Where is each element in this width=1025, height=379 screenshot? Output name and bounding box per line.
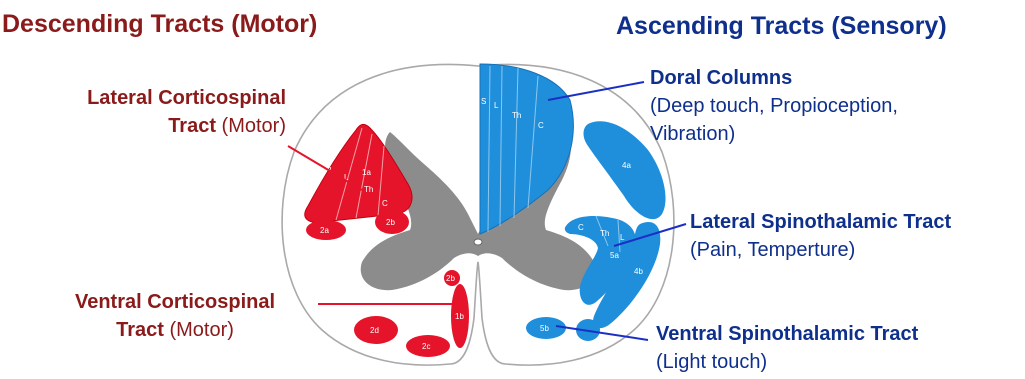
mark-5b: 5b — [540, 324, 549, 333]
heading-ascending: Ascending Tracts (Sensory) — [616, 12, 947, 41]
dorsal-columns-line3: Vibration) — [650, 120, 898, 148]
lateral-corticospinal-motor: (Motor) — [216, 115, 286, 137]
mark-5a: 5a — [610, 251, 619, 260]
mark-2c: 2c — [422, 342, 430, 351]
central-canal — [474, 239, 482, 245]
mark-1b: 1b — [455, 312, 464, 321]
mark-dorsal-s: S — [481, 97, 486, 106]
mark-dorsal-th: Th — [512, 111, 521, 120]
dorsal-columns-title: Doral Columns — [650, 67, 792, 89]
heading-descending: Descending Tracts (Motor) — [2, 10, 317, 39]
mark-2a: 2a — [320, 226, 329, 235]
lateral-corticospinal-tract: Tract — [168, 115, 216, 137]
ventral-corticospinal-tract: Tract — [116, 319, 164, 341]
mark-right-c: C — [578, 223, 584, 232]
lateral-corticospinal-line1: Lateral Corticospinal — [87, 87, 286, 109]
mark-2b-upper: 2b — [386, 218, 395, 227]
label-lateral-corticospinal: Lateral Corticospinal Tract (Motor) — [40, 84, 286, 140]
mark-2d: 2d — [370, 326, 379, 335]
label-ventral-spinothalamic: Ventral Spinothalamic Tract (Light touch… — [656, 320, 918, 376]
ventral-spinothalamic-line2: (Light touch) — [656, 348, 918, 376]
mark-dorsal-l: L — [494, 101, 499, 110]
label-ventral-corticospinal: Ventral Corticospinal Tract (Motor) — [30, 288, 320, 344]
mark-4a: 4a — [622, 161, 631, 170]
dorsal-columns-line2: (Deep touch, Propioception, — [650, 92, 898, 120]
mark-left-th: Th — [364, 185, 373, 194]
mark-2b-lower: 2b — [446, 274, 455, 283]
mark-left-c: C — [382, 199, 388, 208]
mark-right-l: L — [620, 233, 625, 242]
ventral-corticospinal-line1: Ventral Corticospinal — [75, 291, 275, 313]
label-lateral-spinothalamic: Lateral Spinothalamic Tract (Pain, Tempe… — [690, 208, 951, 264]
lateral-spinothalamic-line2: (Pain, Temperture) — [690, 236, 951, 264]
mark-4b: 4b — [634, 267, 643, 276]
label-dorsal-columns: Doral Columns (Deep touch, Propioception… — [650, 64, 898, 148]
lateral-spinothalamic-title: Lateral Spinothalamic Tract — [690, 211, 951, 233]
ventral-corticospinal-motor: (Motor) — [164, 319, 234, 341]
ventral-spinothalamic-title: Ventral Spinothalamic Tract — [656, 323, 918, 345]
mark-left-1a: 1a — [362, 168, 371, 177]
mark-dorsal-c: C — [538, 121, 544, 130]
mark-right-th: Th — [600, 229, 609, 238]
